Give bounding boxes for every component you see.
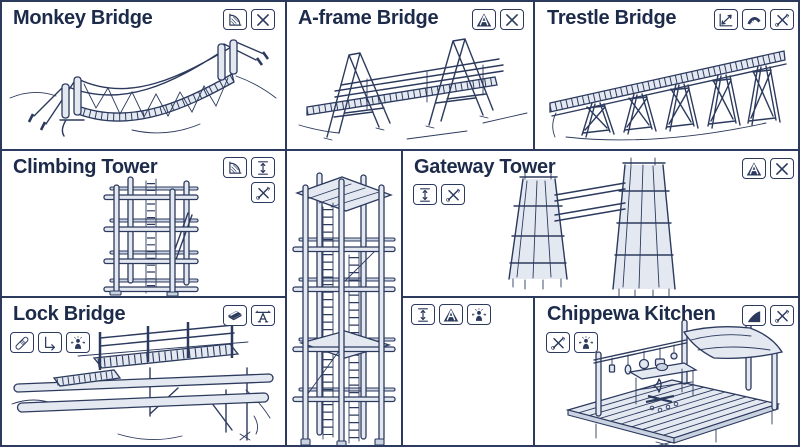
lock-bridge-illustration [11, 320, 274, 441]
crossed-tools-icon [770, 9, 794, 30]
grid-divider [2, 149, 798, 151]
trestle-icon [251, 305, 275, 326]
panel-title: Lock Bridge [13, 303, 126, 325]
person-carry-icon [574, 332, 598, 353]
panel-monkey-bridge: Monkey Bridge [2, 2, 285, 149]
icon-badges [10, 332, 90, 353]
icon-badges [472, 9, 524, 30]
cross-lashing-icon [500, 9, 524, 30]
a-frame-icon [439, 304, 463, 325]
icon-badges [742, 158, 794, 179]
icon-badges [546, 332, 598, 353]
grid-divider [533, 296, 535, 445]
crossed-tools-icon [441, 184, 465, 205]
chippewa-kitchen-illustration [565, 319, 784, 445]
crossed-tools-icon [251, 182, 275, 203]
height-icon [251, 157, 275, 178]
cross-lashing-icon [251, 9, 275, 30]
a-frame-bridge-illustration [298, 38, 528, 141]
panel-lock-bridge: Lock Bridge [2, 298, 285, 445]
grid-divider [401, 149, 403, 445]
person-carry-icon [467, 304, 491, 325]
crossed-tools-icon [546, 332, 570, 353]
grid-divider [285, 2, 287, 445]
icon-badges [413, 184, 465, 205]
panel-title: Monkey Bridge [13, 7, 153, 29]
panel-a-frame-bridge: A-frame Bridge [287, 2, 534, 149]
climbing-tower-illustration [103, 176, 199, 296]
spar-icon [10, 332, 34, 353]
icon-badges [411, 304, 491, 325]
ramp-fin-icon [742, 305, 766, 326]
grid-divider [2, 296, 286, 298]
person-carry-icon [66, 332, 90, 353]
height-icon [411, 304, 435, 325]
panel-chippewa-kitchen: Chippewa Kitchen [536, 298, 798, 445]
signal-tower-illustration [292, 172, 396, 445]
panel-gateway-tower: Gateway Tower [403, 151, 798, 296]
panel-title: Chippewa Kitchen [547, 303, 716, 325]
angle-gauge-icon [223, 157, 247, 178]
gateway-tower-illustration [508, 157, 676, 296]
diagonal-measure-icon [714, 9, 738, 30]
trestle-bridge-illustration [549, 50, 787, 141]
a-frame-icon [742, 158, 766, 179]
grid-divider [533, 2, 535, 149]
icon-badges [742, 305, 794, 326]
monkey-bridge-illustration [9, 39, 277, 137]
panel-trestle-bridge: Trestle Bridge [536, 2, 798, 149]
panel-signal-tower [287, 151, 401, 445]
panel-climbing-tower: Climbing Tower [2, 151, 285, 296]
panel-title: Trestle Bridge [547, 7, 677, 29]
angle-gauge-icon [223, 9, 247, 30]
panel-tower-specs [403, 298, 534, 445]
grid-divider [401, 296, 798, 298]
height-icon [413, 184, 437, 205]
icon-badges [714, 9, 794, 30]
plank-icon [223, 305, 247, 326]
a-frame-icon [472, 9, 496, 30]
crossed-tools-icon [770, 305, 794, 326]
icon-badges [221, 157, 275, 203]
panel-title: Climbing Tower [13, 156, 158, 178]
corner-arrow-icon [38, 332, 62, 353]
icon-badges [223, 305, 275, 326]
cross-lashing-icon [770, 158, 794, 179]
icon-badges [223, 9, 275, 30]
rope-curve-icon [742, 9, 766, 30]
panel-title: A-frame Bridge [298, 7, 439, 29]
panel-title: Gateway Tower [414, 156, 556, 178]
